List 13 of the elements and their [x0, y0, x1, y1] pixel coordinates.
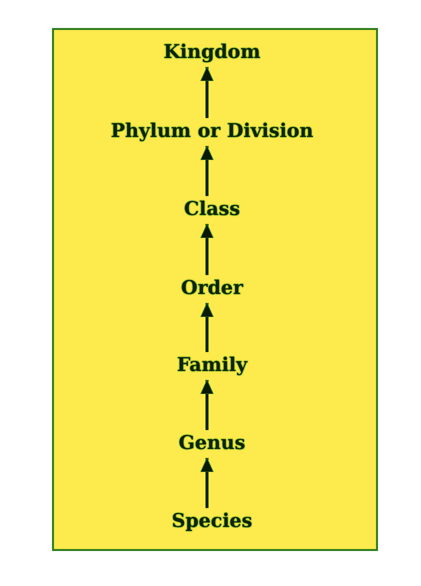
- rank-label: Class: [184, 199, 240, 221]
- arrow: [200, 66, 214, 118]
- arrow: [200, 146, 214, 196]
- arrow: [200, 458, 214, 508]
- rank-label: Kingdom: [164, 42, 260, 64]
- rank-label: Family: [176, 355, 248, 377]
- rank-label: Genus: [178, 433, 246, 455]
- rank-label: Phylum or Division: [110, 121, 314, 143]
- arrow: [200, 302, 214, 352]
- arrow: [200, 224, 214, 276]
- arrow: [200, 380, 214, 430]
- rank-label: Species: [172, 511, 252, 533]
- rank-label: Order: [181, 278, 243, 300]
